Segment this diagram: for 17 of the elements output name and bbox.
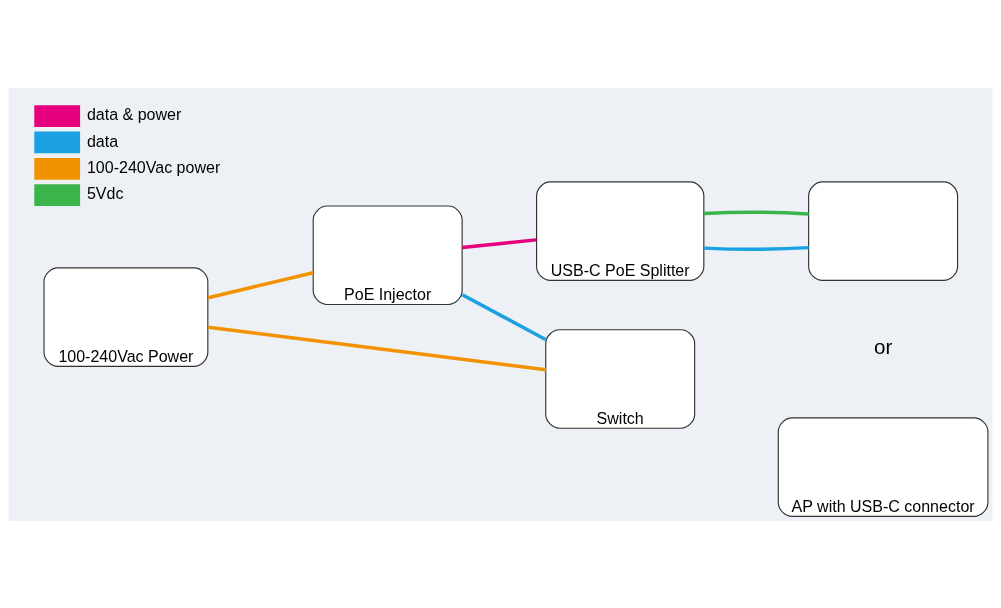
connector: [462, 237, 537, 249]
connector: [461, 292, 547, 341]
node-box: PoE Injector: [312, 204, 463, 305]
node-box: [808, 180, 959, 281]
node-box: 100-240Vac Power: [43, 266, 209, 367]
connector: [704, 245, 809, 251]
connector: [208, 325, 546, 371]
connector: [207, 270, 314, 299]
node-box: USB-C PoE Splitter: [536, 180, 705, 281]
legend-label: 100-240Vac power: [86, 157, 221, 176]
legend-label: 5Vdc: [86, 183, 124, 202]
legend-label: data: [86, 131, 119, 150]
node-box: Switch: [545, 328, 696, 429]
node-box: AP with USB-C connector: [777, 416, 989, 517]
connector: [704, 210, 809, 216]
label: or: [873, 334, 893, 358]
legend-label: data & power: [86, 104, 182, 123]
